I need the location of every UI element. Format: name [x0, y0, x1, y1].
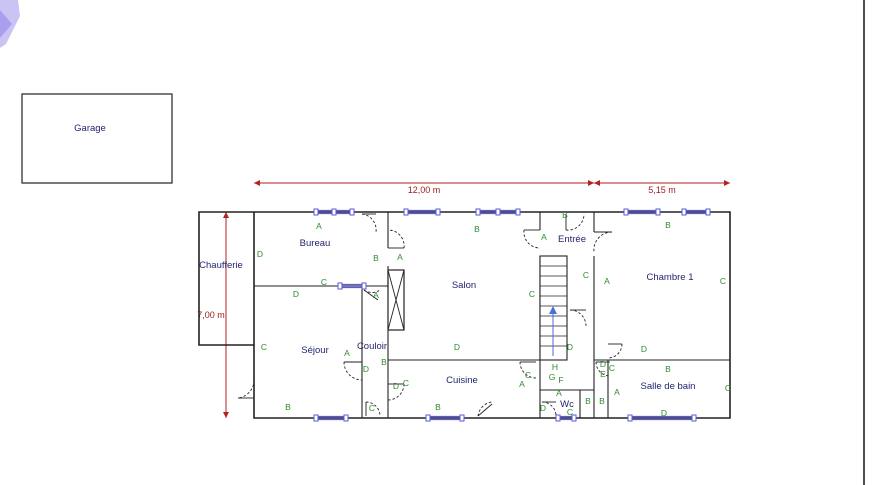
wall-letter: B: [435, 402, 441, 412]
wall-letter: C: [725, 383, 731, 393]
room-chaufferie: Chaufferie: [199, 260, 243, 271]
door-couloir-cuisine: [387, 383, 405, 401]
wall-letter: A: [519, 379, 525, 389]
corner-logo-icon: [0, 0, 20, 48]
wall-letter: A: [614, 387, 620, 397]
doors[interactable]: [237, 213, 623, 417]
door-sdb: [595, 361, 611, 377]
wall-letter: D: [363, 364, 369, 374]
staircase[interactable]: [539, 255, 568, 361]
door-couloir-bureau: [363, 289, 381, 301]
wall-letter: B: [562, 210, 568, 220]
wall-letter: C: [403, 378, 409, 388]
door-stair-closet: [569, 309, 587, 327]
door-chambre-bottom: [607, 343, 623, 359]
dimension-depth-label: 7,00 m: [197, 310, 225, 320]
wall-letter: B: [665, 364, 671, 374]
window-salon-top-left: [403, 208, 441, 216]
window-bureau-top: [313, 208, 355, 216]
room-cuisine: Cuisine: [446, 375, 478, 386]
wall-letter: C: [609, 363, 615, 373]
exterior-walls: [198, 211, 731, 419]
room-bureau: Bureau: [300, 238, 331, 249]
window-chambre-top-right: [681, 208, 711, 216]
wall-letter: D: [567, 342, 573, 352]
wall-letter: C: [720, 276, 726, 286]
room-couloir: Couloir: [357, 341, 387, 352]
door-wc: [541, 401, 557, 417]
door-sejour: [343, 361, 363, 381]
wall-letter: B: [585, 396, 591, 406]
wall-letter: A: [316, 221, 322, 231]
wall-letter: H: [552, 362, 558, 372]
wall-letter: D: [641, 344, 647, 354]
wall-letter: E: [600, 369, 606, 379]
wall-letter: A: [397, 252, 403, 262]
dimension-depth: 7,00 m: [197, 212, 229, 418]
room-sejour: Séjour: [301, 345, 328, 356]
windows: [313, 208, 711, 422]
wall-letter: C: [529, 289, 535, 299]
room-labels: Chaufferie Bureau Salon Entrée Chambre 1…: [199, 234, 695, 410]
room-salon: Salon: [452, 280, 476, 291]
window-chambre-top-left: [623, 208, 661, 216]
fireplace: [387, 269, 405, 331]
wall-letter: A: [541, 232, 547, 242]
window-sejour-bottom: [313, 414, 349, 422]
wall-letter: B: [381, 357, 387, 367]
room-wc: Wc: [560, 399, 574, 410]
door-entree-main: [565, 213, 585, 231]
wall-letter: A: [373, 290, 379, 300]
dimension-width-main-label: 12,00 m: [408, 185, 441, 195]
wall-letter: A: [604, 276, 610, 286]
wall-letter: B: [599, 396, 605, 406]
room-chambre1: Chambre 1: [647, 272, 694, 283]
wall-letter: D: [454, 342, 460, 352]
window-wc-bottom: [555, 414, 577, 422]
wall-letters: A D B C A B C D A D C A B B D C D C B A …: [257, 210, 731, 418]
room-sdb: Salle de bain: [641, 381, 696, 392]
wall-letter: B: [474, 224, 480, 234]
wall-letter: C: [369, 403, 375, 413]
door-entree-salon: [523, 229, 541, 249]
window-cuisine-bottom: [425, 414, 465, 422]
garage[interactable]: Garage: [21, 93, 173, 184]
wall-letter: D: [293, 289, 299, 299]
wall-letter: A: [556, 388, 562, 398]
window-sdb-bottom: [627, 414, 697, 422]
stair-arrow-icon: [549, 306, 557, 314]
door-sejour-exterior: [237, 379, 255, 399]
dimension-width-right: 5,15 m: [594, 180, 730, 195]
door-couloir-bottom: [365, 401, 381, 417]
wall-letter: D: [540, 403, 546, 413]
wall-letter: D: [257, 249, 263, 259]
window-bureau-sejour: [337, 282, 367, 290]
door-cuisine-salon: [519, 361, 537, 379]
door-bureau-salon: [387, 229, 405, 249]
window-salon-top-right: [475, 208, 521, 216]
wall-letter: C: [261, 342, 267, 352]
garage-label: Garage: [74, 123, 106, 134]
wall-letter: C: [525, 370, 531, 380]
wall-letter: B: [285, 402, 291, 412]
wall-letter: C: [567, 407, 573, 417]
door-cuisine-exterior: [477, 401, 493, 417]
wall-letter: B: [665, 220, 671, 230]
wall-letter: A: [344, 348, 350, 358]
wall-letter: D: [661, 408, 667, 418]
dimension-width-main: 12,00 m: [254, 180, 594, 195]
wall-letter: D: [600, 359, 606, 369]
wall-letter: D: [393, 381, 399, 391]
wall-letter: C: [321, 277, 327, 287]
door-chambre: [593, 231, 613, 253]
door-bureau: [361, 213, 377, 233]
dimension-width-right-label: 5,15 m: [648, 185, 676, 195]
wall-letter: B: [373, 253, 379, 263]
wall-letter: G: [549, 372, 556, 382]
wall-letter: F: [558, 375, 563, 385]
wall-letter: C: [583, 270, 589, 280]
room-entree: Entrée: [558, 234, 586, 245]
